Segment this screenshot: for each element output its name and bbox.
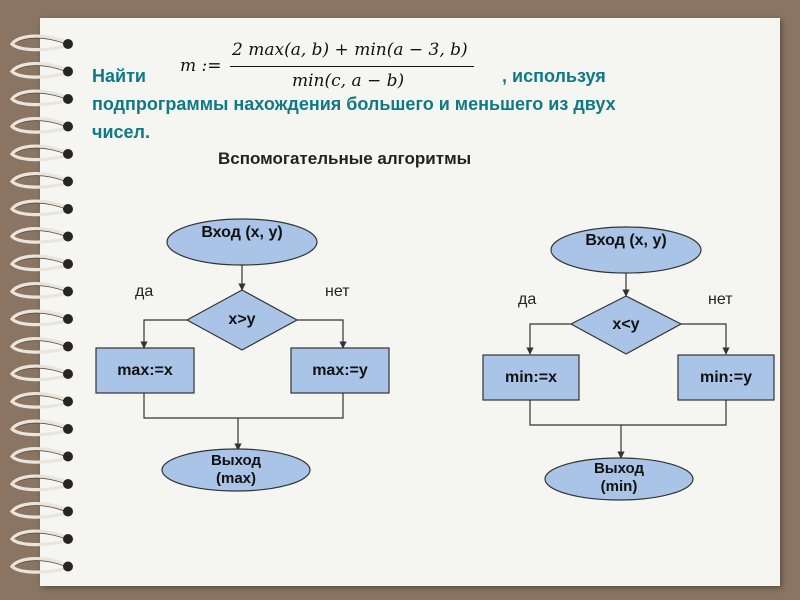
spiral-ring	[9, 89, 73, 107]
spiral-ring	[9, 254, 73, 272]
task-line-3: чисел.	[92, 122, 150, 142]
max-input-label: Вход (x, y)	[201, 224, 283, 241]
subtitle: Вспомогательные алгоритмы	[218, 149, 472, 168]
spiral-ring	[9, 309, 73, 327]
max-yes-arrow	[140, 319, 187, 349]
max-merge-line	[143, 393, 344, 419]
max-condition-label: x>y	[228, 311, 256, 328]
spiral-ring	[9, 529, 73, 547]
task-text-after: , используя	[502, 66, 606, 86]
formula-numerator: 2 max(a, b) + min(a − 3, b)	[232, 40, 468, 60]
spiral-ring	[9, 364, 73, 382]
min-no-process	[677, 354, 775, 401]
spiral-ring	[9, 419, 73, 437]
max-input-terminal	[166, 218, 318, 266]
max-output-label: Выход (max)	[210, 452, 262, 487]
spiral-ring	[9, 502, 73, 519]
spiral-ring	[9, 172, 73, 189]
spiral-ring	[9, 474, 73, 492]
task-find-word: Найти	[92, 66, 146, 86]
min-input-label: Вход (x, y)	[585, 232, 667, 249]
spiral-ring	[9, 447, 73, 464]
min-no-arrow	[681, 323, 730, 355]
spiral-ring	[9, 392, 73, 409]
task-formula: m := 2 max(a, b) + min(a − 3, b) min(c, …	[180, 38, 480, 98]
max-decision	[185, 289, 299, 351]
formula-lhs: m :=	[180, 56, 222, 76]
spiral-ring	[9, 557, 73, 574]
max-no-process	[290, 347, 390, 394]
min-input-terminal	[550, 226, 702, 274]
max-yes-label: да	[135, 283, 154, 300]
min-no-label: нет	[708, 291, 733, 308]
spiral-ring	[9, 62, 73, 79]
max-output-terminal	[161, 448, 311, 492]
max-no-action: max:=y	[312, 362, 368, 379]
spiral-rings	[9, 34, 73, 574]
formula-fraction-bar	[230, 66, 474, 67]
min-yes-arrow	[526, 323, 571, 355]
min-yes-action: min:=x	[504, 369, 557, 386]
min-decision	[569, 295, 683, 355]
min-yes-process	[482, 354, 580, 401]
spiral-ring	[9, 282, 73, 299]
min-merge-line	[529, 400, 727, 426]
max-yes-action: max:=x	[117, 362, 173, 379]
spiral-ring	[9, 337, 73, 354]
min-output-label: Выход (min)	[593, 460, 645, 495]
spiral-ring	[9, 199, 73, 217]
min-output-terminal	[544, 457, 694, 501]
min-no-action: min:=y	[699, 369, 752, 386]
spiral-ring	[9, 227, 73, 244]
spiral-ring	[9, 117, 73, 134]
min-condition-label: x<y	[612, 316, 640, 333]
min-yes-label: да	[518, 291, 537, 308]
formula-denominator: min(c, a − b)	[292, 71, 405, 91]
max-no-arrow	[297, 319, 347, 349]
max-yes-process	[95, 347, 195, 394]
max-no-label: нет	[325, 283, 350, 300]
spiral-ring	[9, 34, 73, 52]
task-line-2: подпрограммы нахождения большего и меньш…	[92, 94, 616, 114]
spiral-ring	[9, 144, 73, 162]
